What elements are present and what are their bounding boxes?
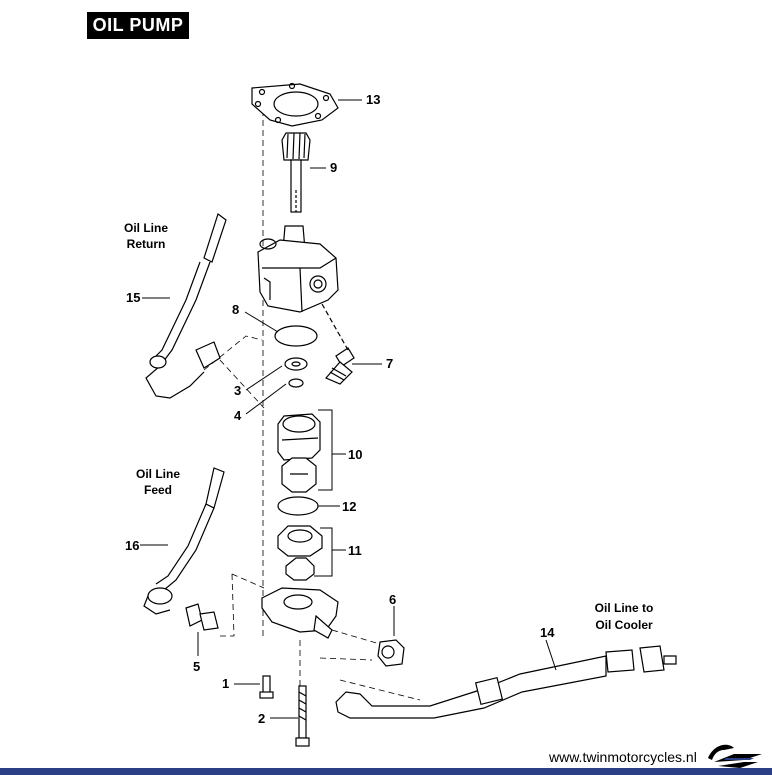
oil-line-to-cooler-part bbox=[335, 645, 677, 719]
callout-1: 1 bbox=[222, 676, 229, 691]
cooler-label-line2: Oil Cooler bbox=[595, 618, 653, 632]
return-label-line1: Oil Line bbox=[124, 221, 168, 235]
callout-4: 4 bbox=[234, 408, 242, 423]
washer-part bbox=[284, 357, 308, 371]
oil-line-return-part bbox=[145, 213, 227, 399]
separator-plate-part bbox=[277, 496, 319, 516]
callout-13: 13 bbox=[366, 92, 380, 107]
callout-9: 9 bbox=[330, 160, 337, 175]
feed-label-line2: Feed bbox=[144, 483, 172, 497]
nipple-fitting-part bbox=[185, 603, 219, 631]
short-bolt-part bbox=[259, 675, 274, 699]
callout-7: 7 bbox=[386, 356, 393, 371]
small-ring-part bbox=[288, 378, 304, 388]
banjo-fitting-part bbox=[377, 639, 405, 667]
callout-5: 5 bbox=[193, 659, 200, 674]
twin-motorcycles-logo bbox=[708, 744, 762, 768]
callout-12: 12 bbox=[342, 499, 356, 514]
pump-body-part bbox=[257, 225, 339, 313]
callout-11: 11 bbox=[348, 543, 362, 558]
o-ring-part bbox=[274, 325, 318, 347]
callout-10: 10 bbox=[348, 447, 362, 462]
scavenge-rotor-part bbox=[277, 525, 323, 581]
feed-label-line1: Oil Line bbox=[136, 467, 180, 481]
callout-2: 2 bbox=[258, 711, 265, 726]
page-title: OIL PUMP bbox=[87, 12, 189, 39]
elbow-fitting-part bbox=[321, 303, 355, 385]
callout-16: 16 bbox=[125, 538, 139, 553]
inner-rotor-part bbox=[281, 457, 317, 493]
return-label-line2: Return bbox=[127, 237, 166, 251]
cover-plate-part bbox=[261, 587, 339, 639]
gasket-part bbox=[251, 82, 339, 127]
drive-shaft-gear-part bbox=[281, 132, 311, 213]
footer-bar bbox=[0, 768, 772, 775]
callout-14: 14 bbox=[540, 625, 555, 640]
oil-line-feed-part bbox=[143, 467, 225, 615]
callout-8: 8 bbox=[232, 302, 239, 317]
outer-rotor-part bbox=[277, 413, 321, 461]
callout-15: 15 bbox=[126, 290, 140, 305]
cooler-label-line1: Oil Line to bbox=[595, 601, 654, 615]
long-bolt-part bbox=[295, 685, 310, 747]
callout-3: 3 bbox=[234, 383, 241, 398]
website-url: www.twinmotorcycles.nl bbox=[549, 749, 697, 765]
callout-6: 6 bbox=[389, 592, 396, 607]
